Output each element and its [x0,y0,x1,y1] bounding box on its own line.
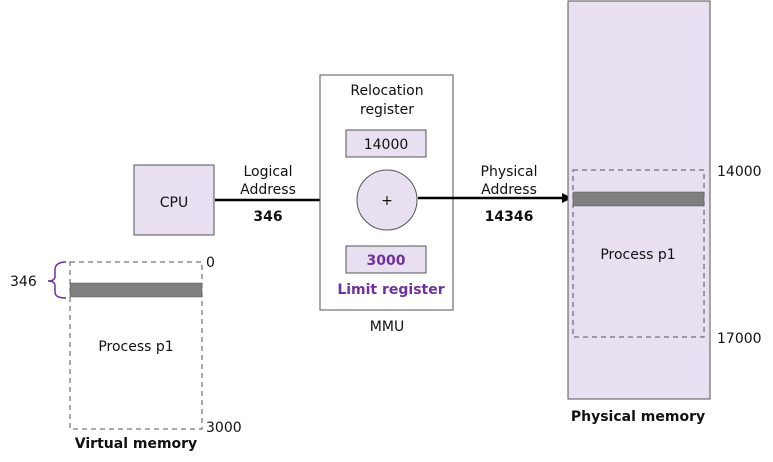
offset-brace [47,261,67,299]
cpu-box [133,164,215,236]
cpu-label: CPU [160,195,188,211]
adder-plus-symbol: + [381,193,393,209]
physical-top-address: 14000 [717,164,762,180]
virtual-memory-title: Virtual memory [75,436,197,452]
limit-register-value: 3000 [367,253,406,269]
adder-circle [356,169,418,231]
relocation-register-line1: Relocation [350,83,423,99]
limit-register-box [345,245,427,274]
physical-bottom-address: 17000 [717,331,762,347]
virtual-process-accessed-bar [69,282,203,298]
physical-address-value: 14346 [485,209,534,225]
logical-address-value: 346 [253,209,282,225]
relocation-register-line2: register [360,102,414,118]
physical-process-accessed-bar [572,191,705,207]
offset-label: 346 [10,274,37,290]
logical-address-line2: Address [240,182,296,198]
virtual-bottom-address: 3000 [206,420,242,436]
logical-address-line1: Logical [243,164,292,180]
physical-address-line2: Address [481,182,537,198]
limit-register-label: Limit register [337,282,444,298]
physical-process-region [572,169,705,338]
relocation-register-value: 14000 [364,137,409,153]
virtual-process-label: Process p1 [98,339,173,355]
physical-memory-title: Physical memory [571,409,705,425]
virtual-memory-region [69,261,203,430]
relocation-register-box [345,129,427,158]
physical-process-label: Process p1 [600,247,675,263]
physical-address-line1: Physical [481,164,538,180]
mmu-caption: MMU [370,319,404,335]
virtual-top-address: 0 [206,255,215,271]
